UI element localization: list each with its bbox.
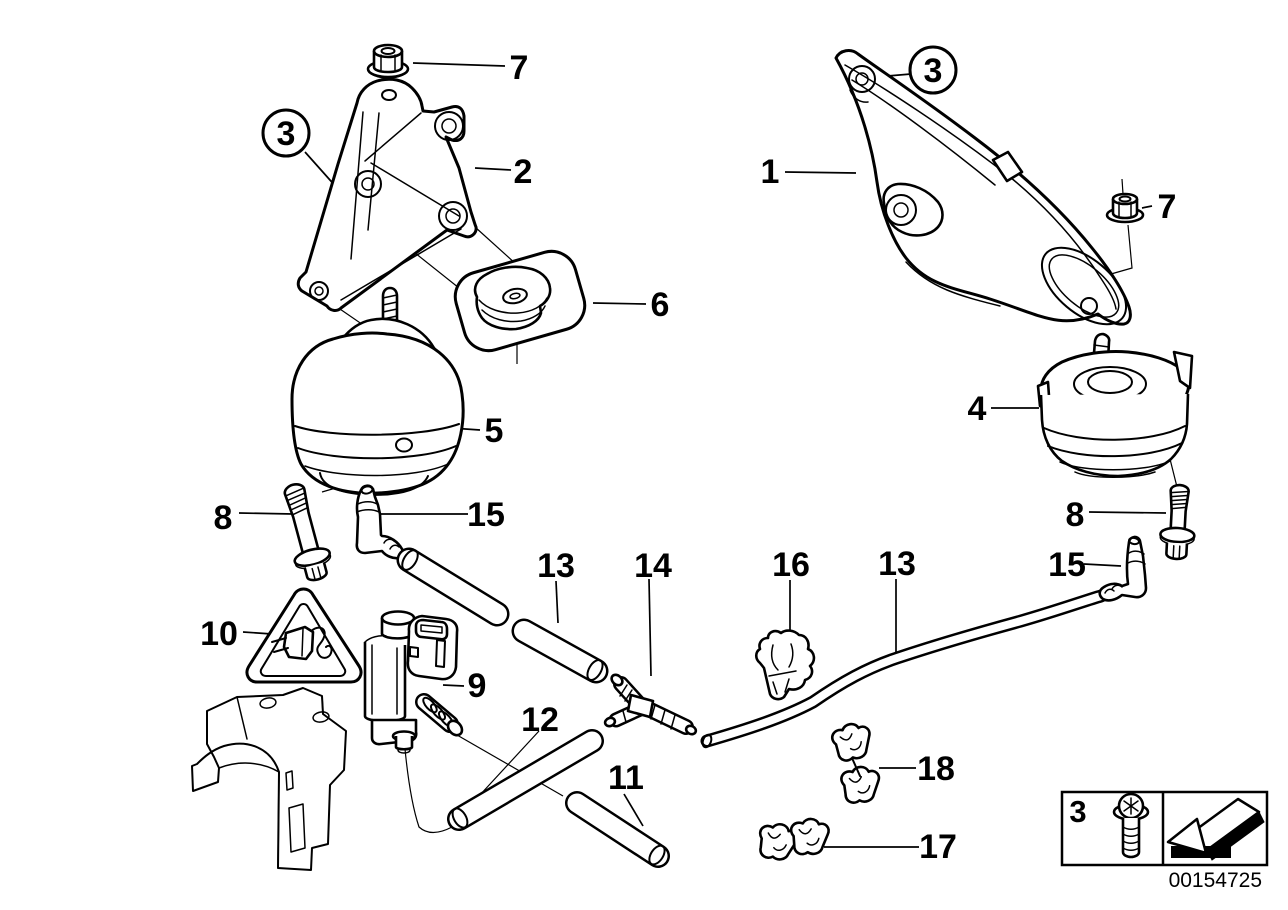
callout-11: 11 (608, 759, 644, 797)
callout-6: 6 (651, 286, 670, 324)
callout-labels: 7 2 3 6 5 8 15 13 14 16 13 15 8 10 9 12 … (200, 49, 1176, 866)
spring-clip-17 (758, 817, 830, 861)
legend-fastener-number: 3 (1069, 794, 1086, 829)
removal-direction-arrow-icon (1166, 797, 1265, 861)
elbow-connector-left (355, 484, 405, 560)
callout-9: 9 (468, 667, 487, 705)
vacuum-valve (363, 610, 464, 754)
power-plug-icon (271, 625, 333, 661)
callout-15-right: 15 (1048, 546, 1086, 584)
document-number: 00154725 (1169, 869, 1262, 892)
callout-17: 17 (919, 828, 957, 866)
callout-4: 4 (968, 390, 987, 428)
callout-15-left: 15 (467, 496, 505, 534)
warning-triangle (245, 587, 363, 684)
callout-16: 16 (772, 546, 810, 584)
callout-10: 10 (200, 615, 238, 653)
flange-nut-left (366, 43, 410, 79)
hose-11 (565, 791, 670, 868)
bolt-right (1159, 483, 1196, 561)
engine-mount-left (290, 286, 465, 496)
hose-13-left (396, 547, 609, 684)
callout-7-left: 7 (510, 49, 529, 87)
flange-nut-right (1105, 192, 1145, 224)
callout-3-left: 3 (277, 115, 296, 153)
callout-14: 14 (634, 547, 672, 585)
hose-12 (447, 729, 604, 831)
legend-box: 3 (1060, 790, 1269, 867)
torx-bolt-icon (1112, 792, 1150, 859)
holder-clip-16 (754, 629, 816, 701)
circled-callout-3-right (908, 45, 958, 95)
callout-3-right: 3 (924, 52, 943, 90)
callout-18: 18 (917, 750, 955, 788)
callout-1: 1 (761, 153, 780, 191)
engine-support-bracket-right (834, 49, 1132, 326)
tee-connector (603, 673, 698, 736)
callout-8-left: 8 (214, 499, 233, 537)
circled-callout-3-left (261, 108, 311, 158)
engine-support-bracket-left (296, 77, 478, 312)
callout-7-right: 7 (1158, 188, 1177, 226)
callout-13-right: 13 (878, 545, 916, 583)
bolt-left (283, 483, 332, 582)
callout-13-left: 13 (537, 547, 575, 585)
callout-8-right: 8 (1066, 496, 1085, 534)
hose-13-right (700, 589, 1108, 749)
callout-5: 5 (485, 412, 504, 450)
elbow-connector-right (1098, 535, 1148, 602)
spring-clip-18 (831, 722, 881, 804)
heat-shield-bracket (191, 687, 347, 871)
callout-2: 2 (514, 153, 533, 191)
engine-mount-right (1036, 332, 1194, 478)
mount-gasket (453, 249, 587, 353)
callout-12: 12 (521, 701, 559, 739)
